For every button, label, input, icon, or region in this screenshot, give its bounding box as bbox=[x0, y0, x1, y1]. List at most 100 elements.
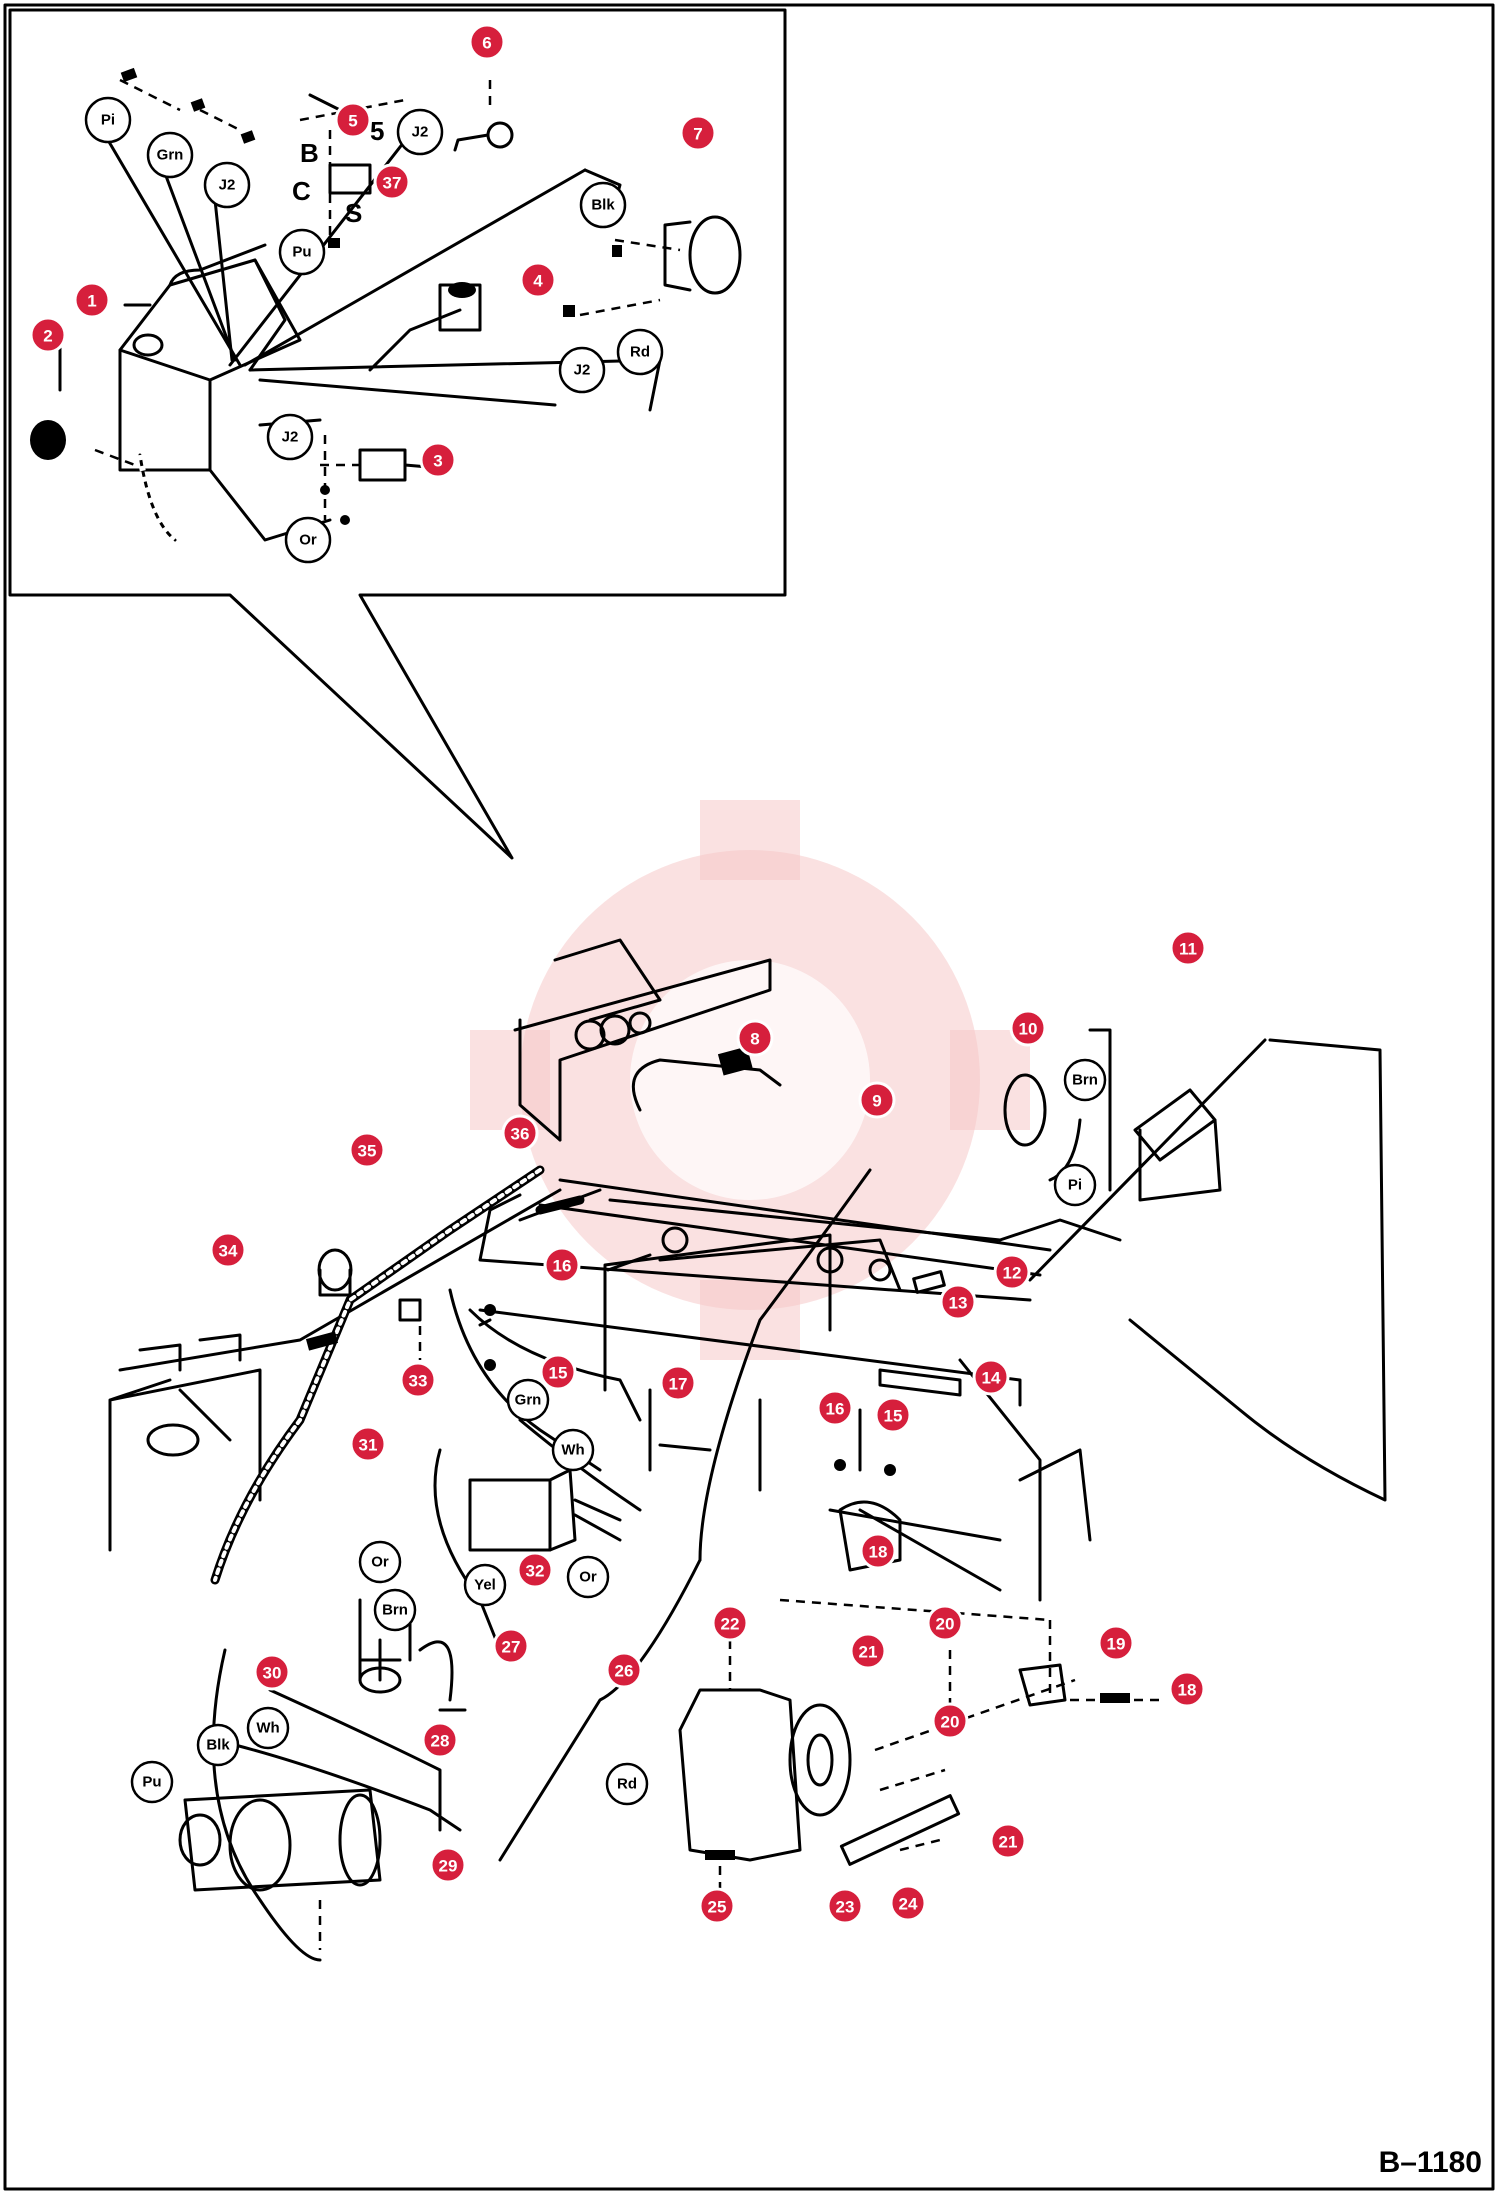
callout-number: 13 bbox=[949, 1294, 968, 1313]
wire-label-or-inset: Or bbox=[284, 516, 332, 564]
terminal-s: S bbox=[345, 198, 362, 228]
wire-label-blk-main: Blk bbox=[196, 1723, 240, 1767]
callout-19: 19 bbox=[1097, 1624, 1135, 1662]
callout-number: 20 bbox=[936, 1615, 955, 1634]
callout-15: 15 bbox=[539, 1353, 577, 1391]
svg-text:Brn: Brn bbox=[382, 1602, 408, 1619]
callout-number: 30 bbox=[263, 1664, 282, 1683]
wire-label-j2-inset-2: J2 bbox=[396, 108, 444, 156]
svg-text:Pu: Pu bbox=[292, 244, 311, 261]
callout-28: 28 bbox=[421, 1721, 459, 1759]
callout-number: 34 bbox=[219, 1242, 238, 1261]
callout-number: 26 bbox=[615, 1662, 634, 1681]
callout-number: 27 bbox=[502, 1638, 521, 1657]
callout-number: 29 bbox=[439, 1857, 458, 1876]
callout-35: 35 bbox=[348, 1131, 386, 1169]
wire-label-brn-main: Brn bbox=[373, 1588, 417, 1632]
callout-number: 25 bbox=[708, 1898, 727, 1917]
callout-11: 11 bbox=[1169, 929, 1207, 967]
callout-21: 21 bbox=[989, 1822, 1027, 1860]
callout-29: 29 bbox=[429, 1846, 467, 1884]
callout-number: 17 bbox=[669, 1375, 688, 1394]
svg-text:Blk: Blk bbox=[206, 1737, 230, 1754]
callout-number: 10 bbox=[1019, 1020, 1038, 1039]
wire-label-j2-inset-1: J2 bbox=[203, 161, 251, 209]
callout-34: 34 bbox=[209, 1231, 247, 1269]
wire-label-grn-main: Grn bbox=[506, 1378, 550, 1422]
svg-text:Pi: Pi bbox=[101, 112, 115, 129]
inset-panel-drawing bbox=[30, 67, 742, 543]
callout-4: 4 bbox=[519, 261, 557, 299]
callout-15: 15 bbox=[874, 1396, 912, 1434]
callout-number: 16 bbox=[826, 1400, 845, 1419]
callout-number: 32 bbox=[526, 1562, 545, 1581]
callout-number: 7 bbox=[693, 125, 702, 144]
callout-25: 25 bbox=[698, 1887, 736, 1925]
callout-9: 9 bbox=[858, 1081, 896, 1119]
callout-number: 5 bbox=[348, 112, 357, 131]
callout-26: 26 bbox=[605, 1651, 643, 1689]
callout-30: 30 bbox=[253, 1653, 291, 1691]
wire-label-pu-inset: Pu bbox=[278, 228, 326, 276]
terminal-c: C bbox=[292, 176, 311, 206]
callout-36: 36 bbox=[501, 1114, 539, 1152]
figure-id: B–1180 bbox=[1378, 2146, 1482, 2179]
callout-8: 8 bbox=[736, 1019, 774, 1057]
svg-text:Yel: Yel bbox=[474, 1577, 496, 1594]
callout-37: 37 bbox=[373, 163, 411, 201]
callout-18: 18 bbox=[1168, 1670, 1206, 1708]
callout-10: 10 bbox=[1009, 1009, 1047, 1047]
wire-label-grn-inset: Grn bbox=[146, 131, 194, 179]
callout-number: 18 bbox=[1178, 1681, 1197, 1700]
inset-terminal-letters: B C S 5 bbox=[292, 116, 384, 228]
svg-text:Pi: Pi bbox=[1068, 1177, 1082, 1194]
callout-20: 20 bbox=[931, 1702, 969, 1740]
callout-14: 14 bbox=[972, 1358, 1010, 1396]
callout-number: 3 bbox=[433, 452, 442, 471]
callout-number: 12 bbox=[1003, 1264, 1022, 1283]
wire-label-brn-top: Brn bbox=[1063, 1058, 1107, 1102]
callout-2: 2 bbox=[29, 316, 67, 354]
callout-21: 21 bbox=[849, 1632, 887, 1670]
callout-number: 20 bbox=[941, 1713, 960, 1732]
callout-number: 1 bbox=[87, 292, 96, 311]
callout-number: 23 bbox=[836, 1898, 855, 1917]
callout-number: 6 bbox=[482, 34, 491, 53]
wire-label-pi-main: Pi bbox=[1053, 1163, 1097, 1207]
svg-text:J2: J2 bbox=[574, 362, 591, 379]
wire-label-j2-inset-3: J2 bbox=[558, 346, 606, 394]
wire-label-or-main-2: Or bbox=[566, 1555, 610, 1599]
callout-number: 22 bbox=[721, 1615, 740, 1634]
callout-number: 2 bbox=[43, 327, 52, 346]
wire-label-blk-inset: Blk bbox=[579, 181, 627, 229]
callout-number: 24 bbox=[899, 1895, 918, 1914]
callout-number: 16 bbox=[553, 1257, 572, 1276]
callout-6: 6 bbox=[468, 23, 506, 61]
svg-text:Grn: Grn bbox=[157, 147, 184, 164]
callout-1: 1 bbox=[73, 281, 111, 319]
callout-number: 15 bbox=[549, 1364, 568, 1383]
callout-number: 9 bbox=[872, 1092, 881, 1111]
callout-27: 27 bbox=[492, 1627, 530, 1665]
callout-13: 13 bbox=[939, 1283, 977, 1321]
main-assembly-drawing bbox=[108, 938, 1387, 1962]
callout-number: 37 bbox=[383, 174, 402, 193]
svg-text:Rd: Rd bbox=[617, 1776, 637, 1793]
callout-number: 36 bbox=[511, 1125, 530, 1144]
callout-12: 12 bbox=[993, 1253, 1031, 1291]
callout-17: 17 bbox=[659, 1364, 697, 1402]
diagram-border bbox=[3, 3, 1495, 2191]
wire-label-wh-main-2: Wh bbox=[246, 1706, 290, 1750]
callout-23: 23 bbox=[826, 1887, 864, 1925]
svg-text:Rd: Rd bbox=[630, 344, 650, 361]
wire-label-rd-inset: Rd bbox=[616, 328, 664, 376]
callout-number: 14 bbox=[982, 1369, 1001, 1388]
wire-label-or-main-1: Or bbox=[358, 1540, 402, 1584]
svg-text:Pu: Pu bbox=[142, 1774, 161, 1791]
callout-number: 21 bbox=[859, 1643, 878, 1662]
callout-number: 35 bbox=[358, 1142, 377, 1161]
callout-20: 20 bbox=[926, 1604, 964, 1642]
callout-31: 31 bbox=[349, 1425, 387, 1463]
svg-text:Brn: Brn bbox=[1072, 1072, 1098, 1089]
